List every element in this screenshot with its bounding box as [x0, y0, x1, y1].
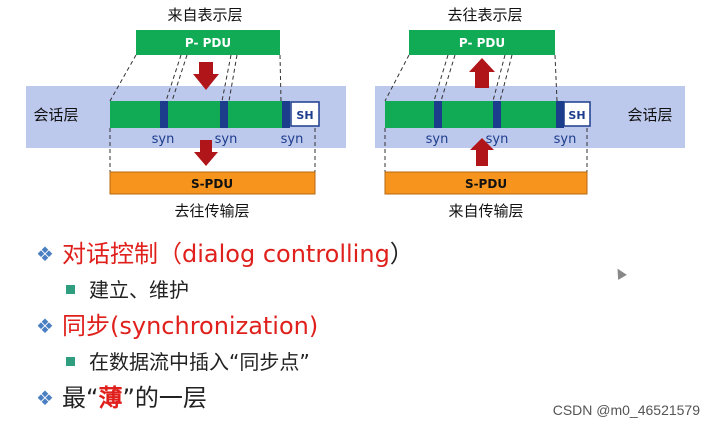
- sh-label: SH: [568, 109, 585, 122]
- bullet-text-pre: 最“: [62, 384, 99, 412]
- sub-bullet-sync-points: 在数据流中插入“同步点”: [36, 344, 696, 380]
- syn-marker: [434, 101, 442, 128]
- top-label: 来自表示层: [167, 6, 242, 24]
- sub-bullet-text: 在数据流中插入“同步点”: [89, 350, 310, 374]
- s-pdu-label: S-PDU: [465, 177, 507, 191]
- syn-label: syn: [152, 132, 175, 147]
- syn-label: syn: [281, 132, 304, 147]
- diamond-bullet-icon: ❖: [36, 242, 54, 266]
- session-layer-diagram: 来自表示层 P- PDU 会话层 SH syn syn syn S-PDU 去往…: [26, 6, 685, 220]
- bullet-synchronization: ❖ 同步(synchronization): [36, 308, 696, 344]
- s-pdu-label: S-PDU: [191, 177, 233, 191]
- bullet-text-en: dialog controlling: [182, 240, 390, 268]
- sub-bullet-text: 建立、维护: [89, 278, 189, 302]
- data-bar: [110, 101, 282, 128]
- down-arrow-icon: [194, 140, 218, 166]
- bullet-text-cn: 对话控制（: [62, 240, 182, 268]
- bullet-text-end: ）: [389, 240, 414, 268]
- diamond-bullet-icon: ❖: [36, 314, 54, 338]
- up-arrow-icon: [470, 138, 494, 166]
- bullet-text-en: (synchronization): [110, 312, 319, 340]
- p-pdu-box: [136, 30, 280, 55]
- syn-label: syn: [486, 132, 509, 147]
- sh-box: [290, 101, 320, 127]
- right-panel: 去往表示层 P- PDU 会话层 SH syn syn syn S-PDU 来自…: [375, 6, 685, 220]
- bullet-text-post: ”的一层: [122, 384, 207, 412]
- bottom-label: 去往传输层: [174, 202, 249, 220]
- bottom-label: 来自传输层: [448, 202, 523, 220]
- square-bullet-icon: [66, 285, 75, 294]
- syn-marker: [220, 101, 228, 128]
- p-pdu-label: P- PDU: [459, 36, 505, 50]
- bullet-list: ❖ 对话控制（dialog controlling） 建立、维护 ❖ 同步(sync…: [36, 236, 696, 416]
- syn-marker: [493, 101, 501, 128]
- layer-label: 会话层: [33, 106, 78, 124]
- syn-label: syn: [215, 132, 238, 147]
- down-arrow-icon: [193, 62, 219, 90]
- syn-marker: [556, 101, 564, 128]
- square-bullet-icon: [66, 357, 75, 366]
- bullet-text-emphasis: 薄: [98, 384, 123, 412]
- bullet-dialog-control: ❖ 对话控制（dialog controlling）: [36, 236, 696, 272]
- syn-label: syn: [426, 132, 449, 147]
- bullet-thinnest-layer: ❖ 最“薄”的一层: [36, 380, 696, 416]
- left-panel: 来自表示层 P- PDU 会话层 SH syn syn syn S-PDU 去往…: [26, 6, 346, 220]
- sh-box: [563, 101, 591, 127]
- diamond-bullet-icon: ❖: [36, 386, 54, 410]
- sub-bullet-establish: 建立、维护: [36, 272, 696, 308]
- p-pdu-label: P- PDU: [185, 36, 231, 50]
- bullet-text-cn: 同步: [62, 312, 110, 340]
- syn-marker: [282, 101, 290, 128]
- sh-label: SH: [296, 109, 313, 122]
- s-pdu-box: [109, 171, 316, 195]
- syn-label: syn: [554, 132, 577, 147]
- layer-label: 会话层: [627, 106, 672, 124]
- p-pdu-box: [409, 30, 555, 55]
- watermark: CSDN @m0_46521579: [552, 402, 700, 418]
- data-bar: [385, 101, 556, 128]
- up-arrow-icon: [469, 58, 495, 88]
- syn-marker: [160, 101, 168, 128]
- top-label: 去往表示层: [447, 6, 522, 24]
- s-pdu-box: [384, 171, 588, 195]
